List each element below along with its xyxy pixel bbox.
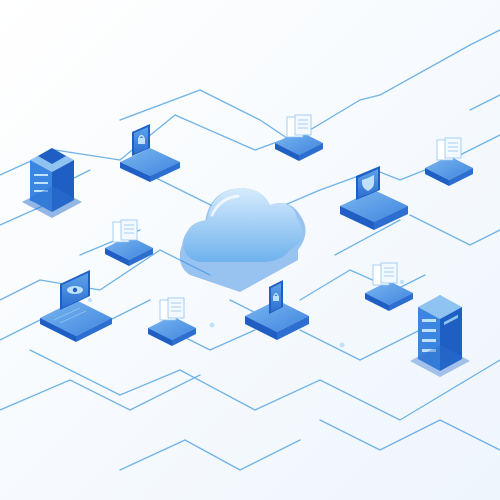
monitor-shield-icon bbox=[340, 166, 408, 230]
document-icon bbox=[148, 297, 196, 346]
server-rack-icon bbox=[410, 295, 470, 377]
server-tower-icon bbox=[22, 148, 82, 218]
smartphone-lock-icon bbox=[245, 280, 309, 340]
document-icon bbox=[365, 262, 413, 311]
laptop-lock-icon bbox=[120, 124, 180, 182]
laptop-eye-icon bbox=[40, 270, 112, 342]
document-icon bbox=[425, 137, 473, 186]
cloud-icon bbox=[179, 188, 306, 292]
document-icon bbox=[105, 219, 153, 266]
document-icon bbox=[275, 114, 323, 161]
